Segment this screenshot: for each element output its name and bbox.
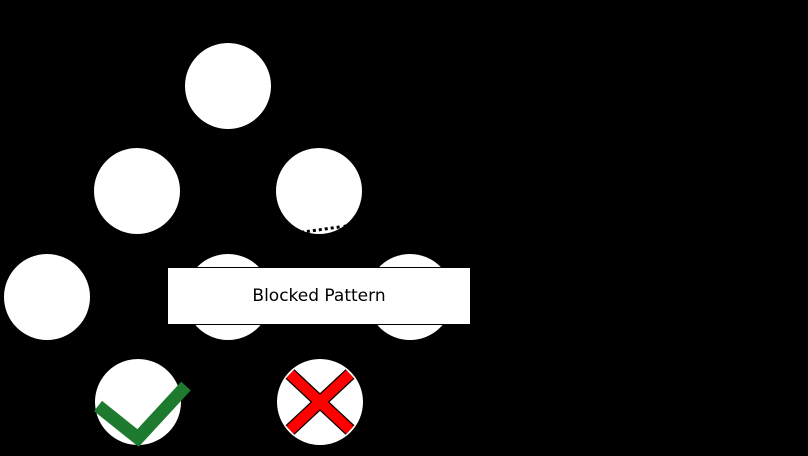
node-row3-left: [3, 253, 91, 341]
blocked-pattern-text: Blocked Pattern: [252, 286, 386, 306]
node-row2-left: [93, 147, 181, 235]
node-row2-right: [275, 147, 363, 235]
blocked-pattern-label: Blocked Pattern: [167, 267, 471, 325]
node-top: [184, 42, 272, 130]
check-icon: [93, 381, 191, 447]
cross-icon: [285, 369, 355, 435]
